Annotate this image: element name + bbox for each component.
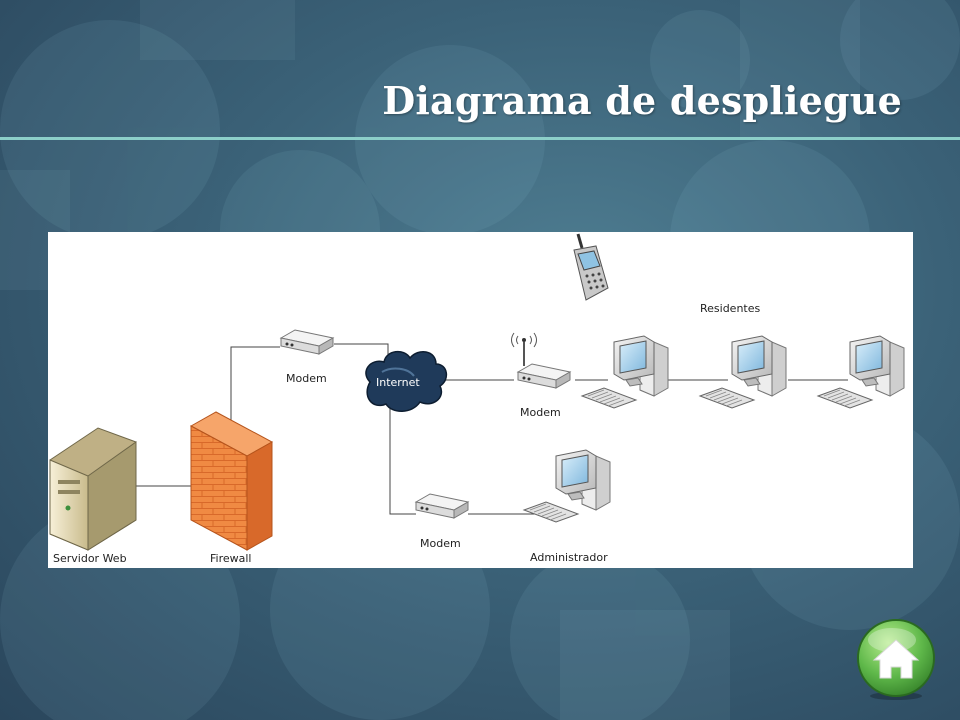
network-links bbox=[136, 343, 848, 515]
mobile-phone-icon bbox=[573, 233, 609, 301]
internet-cloud-icon bbox=[365, 350, 448, 412]
resident-pc-1-icon bbox=[581, 335, 669, 409]
slide-title: Diagrama de despliegue bbox=[382, 78, 902, 123]
label-internet: Internet bbox=[376, 376, 420, 389]
label-residentes: Residentes bbox=[700, 302, 761, 315]
label-administrador: Administrador bbox=[530, 551, 608, 564]
title-divider bbox=[0, 137, 960, 140]
deployment-diagram: Servidor Web Firewall Modem Internet Mod… bbox=[48, 232, 913, 568]
label-servidor-web: Servidor Web bbox=[53, 552, 127, 565]
label-firewall: Firewall bbox=[210, 552, 252, 565]
label-modem-residents: Modem bbox=[520, 406, 561, 419]
firewall-icon bbox=[189, 411, 274, 551]
admin-pc-icon bbox=[523, 449, 611, 523]
resident-pc-2-icon bbox=[699, 335, 787, 409]
modem-admin-icon bbox=[415, 493, 469, 519]
home-button[interactable] bbox=[854, 618, 938, 702]
label-modem-admin: Modem bbox=[420, 537, 461, 550]
server-icon bbox=[49, 427, 137, 551]
home-icon bbox=[857, 619, 935, 700]
modem-top-icon bbox=[280, 329, 334, 355]
resident-pc-3-icon bbox=[817, 335, 905, 409]
label-modem-top: Modem bbox=[286, 372, 327, 385]
wireless-modem-icon bbox=[511, 332, 571, 389]
